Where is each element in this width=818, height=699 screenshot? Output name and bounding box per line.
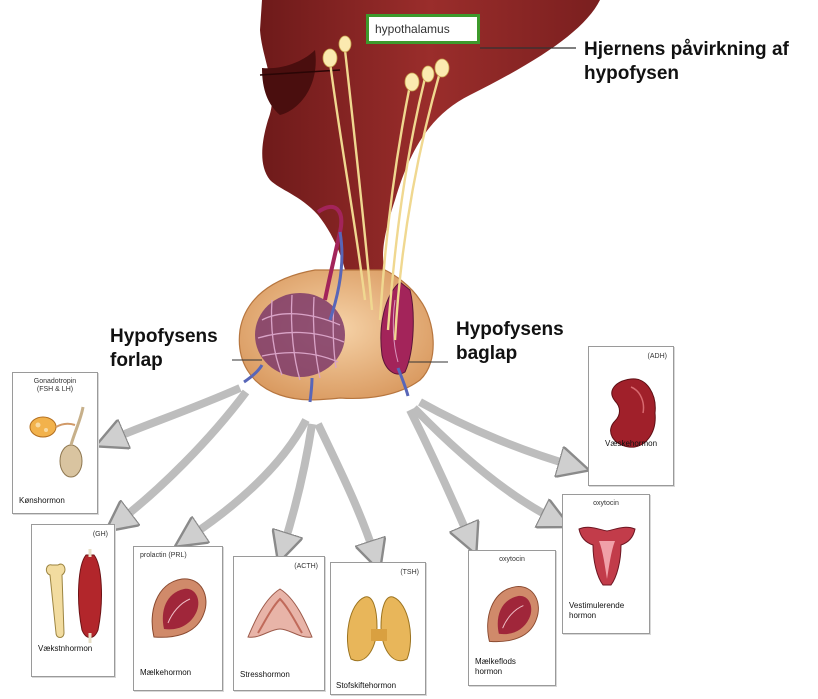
- hormone-name-line2: hormon: [569, 611, 624, 621]
- anterior-line2: forlap: [110, 349, 218, 373]
- hormone-arrows: [110, 388, 574, 556]
- arrow-to-tsh: [318, 424, 375, 556]
- hormone-card-prolactin: prolactin (PRL) Mælkehormon: [133, 546, 223, 691]
- hormone-code: oxytocin: [469, 556, 555, 564]
- hormone-name-line1: Mælkeflods: [475, 657, 516, 667]
- hormone-code: (TSH): [400, 569, 419, 577]
- hormone-code: oxytocin: [563, 500, 649, 508]
- hormone-name: Væskehormon: [605, 439, 657, 449]
- hormone-code: (GH): [93, 531, 108, 539]
- hormone-card-adh: (ADH) Væskehormon: [588, 346, 674, 486]
- hormone-code: prolactin (PRL): [140, 552, 187, 560]
- hormone-name: Mælkeflods hormon: [475, 657, 516, 677]
- uterus-icon: [575, 521, 639, 591]
- bone-muscle-icon: [38, 545, 110, 645]
- hormone-card-oxytocin-milk: oxytocin Mælkeflods hormon: [468, 550, 556, 686]
- adrenal-gland-icon: [244, 583, 316, 643]
- brain-influence-line2: hypofysen: [584, 62, 789, 86]
- hormone-code: (ADH): [648, 353, 667, 361]
- thyroid-icon: [341, 589, 417, 669]
- hormone-card-gonadotropin: Gonadotropin (FSH & LH) Kønshormon: [12, 372, 98, 514]
- hypothalamus-label-box: hypothalamus: [366, 14, 480, 44]
- breast-icon: [481, 581, 545, 647]
- hormone-name: Stresshormon: [240, 670, 290, 680]
- hormone-code: (ACTH): [294, 563, 318, 571]
- hypothalamus-label: hypothalamus: [375, 22, 450, 36]
- hormone-name: Vestimulerende hormon: [569, 601, 624, 621]
- hormone-card-gh: (GH) Vækstnhormon: [31, 524, 115, 677]
- posterior-lobe-callout: Hypofysens baglap: [456, 318, 564, 366]
- hormone-code: Gonadotropin (FSH & LH): [13, 378, 97, 394]
- hormone-card-oxytocin-uterus: oxytocin Vestimulerende hormon: [562, 494, 650, 634]
- anterior-lobe-callout: Hypofysens forlap: [110, 325, 218, 373]
- brain-influence-callout: Hjernens påvirkning af hypofysen: [584, 38, 789, 86]
- hormone-name: Vækstnhormon: [38, 644, 92, 654]
- hormone-code-line1: Gonadotropin: [13, 378, 97, 386]
- ovary-testis-icon: [21, 401, 93, 485]
- posterior-line1: Hypofysens: [456, 318, 564, 342]
- hormone-name: Stofskiftehormon: [336, 681, 396, 691]
- posterior-line2: baglap: [456, 342, 564, 366]
- hormone-name: Mælkehormon: [140, 668, 191, 678]
- arrow-to-gonadotropin: [110, 388, 240, 440]
- hormone-card-tsh: (TSH) Stofskiftehormon: [330, 562, 426, 695]
- hormone-code-line2: (FSH & LH): [13, 386, 97, 394]
- anterior-line1: Hypofysens: [110, 325, 218, 349]
- hormone-name: Kønshormon: [19, 496, 65, 506]
- breast-icon: [146, 573, 212, 643]
- hormone-name-line1: Vestimulerende: [569, 601, 624, 611]
- hormone-card-acth: (ACTH) Stresshormon: [233, 556, 325, 691]
- hormone-name-line2: hormon: [475, 667, 516, 677]
- brain-influence-line1: Hjernens påvirkning af: [584, 38, 789, 62]
